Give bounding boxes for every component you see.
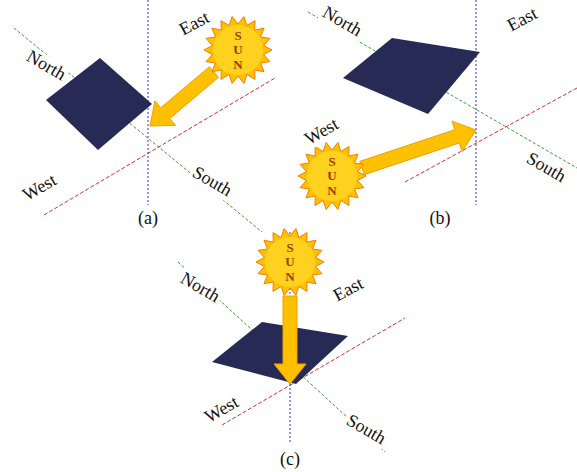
direction-label: North xyxy=(21,46,71,86)
direction-label: East xyxy=(502,3,542,37)
sun-circle: S U N xyxy=(255,227,325,297)
direction-label: North xyxy=(175,268,225,308)
sun-rays xyxy=(150,67,476,384)
panel-caption: (a) xyxy=(136,209,160,229)
vertical-axis xyxy=(476,0,477,205)
sun-circle: S U N xyxy=(297,141,367,211)
sun-rays-outline xyxy=(298,143,366,210)
sun-disc xyxy=(265,237,315,287)
panel-caption: (b) xyxy=(428,209,453,229)
sun-rays-outline xyxy=(204,17,272,84)
direction-label: South xyxy=(341,410,391,450)
sun-disc xyxy=(213,25,263,75)
direction-label: South xyxy=(521,148,571,188)
sun-ray-arrow xyxy=(360,121,476,174)
solar-panel xyxy=(343,38,480,114)
direction-label: South xyxy=(187,162,237,202)
direction-label: East xyxy=(328,273,368,307)
sun-ray-arrow xyxy=(274,296,306,384)
panel-c xyxy=(178,232,405,452)
direction-label: North xyxy=(317,2,367,42)
sun-disc xyxy=(307,151,357,201)
sun-label: S U N xyxy=(326,155,339,198)
solar-panel xyxy=(212,322,348,384)
panel-a xyxy=(14,0,275,232)
direction-label: East xyxy=(174,7,214,41)
direction-label: West xyxy=(18,170,62,207)
panel-caption: (c) xyxy=(278,450,302,470)
sun-circle: S U N xyxy=(203,15,273,85)
panel-b xyxy=(308,0,577,205)
sun-ray-arrow xyxy=(150,67,219,126)
sun-label: S U N xyxy=(232,29,245,72)
direction-label: West xyxy=(200,392,244,429)
sun-rays-outline xyxy=(256,229,324,296)
sun-label: S U N xyxy=(284,241,297,284)
